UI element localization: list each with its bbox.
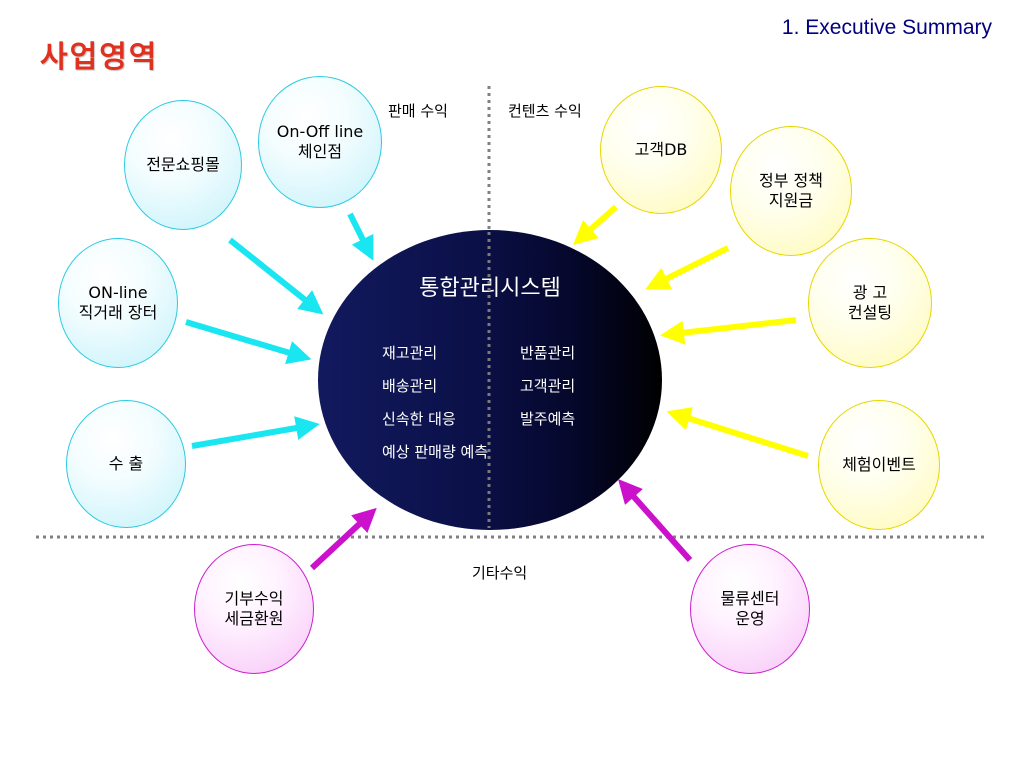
arrow-donation-tax bbox=[309, 507, 377, 571]
bubble-export: 수 출 bbox=[66, 400, 186, 528]
arrow-experience-event bbox=[666, 407, 809, 459]
arrow-customer-db bbox=[573, 204, 618, 245]
arrow-online-market bbox=[185, 319, 312, 365]
mgmt-item-sales-forecast: 예상 판매량 예측 bbox=[382, 443, 489, 461]
mgmt-item-delivery: 배송관리 bbox=[382, 377, 438, 395]
mgmt-item-order-forecast: 발주예측 bbox=[520, 410, 576, 428]
arrow-ad-consulting bbox=[660, 317, 797, 345]
bubble-specialty-mall: 전문쇼핑몰 bbox=[124, 100, 242, 230]
mgmt-item-customer: 고객관리 bbox=[520, 377, 576, 395]
mgmt-item-inventory: 재고관리 bbox=[382, 344, 438, 362]
page-title: 사업영역 bbox=[40, 40, 159, 75]
bubble-ad-consulting: 광 고 컨설팅 bbox=[808, 238, 932, 368]
mgmt-item-returns: 반품관리 bbox=[520, 344, 576, 362]
quadrant-label-sales: 판매 수익 bbox=[388, 102, 448, 120]
bubble-onoff-chain: On-Off line 체인점 bbox=[258, 76, 382, 208]
bubble-logistics-center: 물류센터 운영 bbox=[690, 544, 810, 674]
quadrant-label-contents: 컨텐츠 수익 bbox=[508, 102, 582, 120]
arrow-government-subsidy bbox=[645, 245, 730, 290]
bubble-donation-tax: 기부수익 세금환원 bbox=[194, 544, 314, 674]
bubble-customer-db: 고객DB bbox=[600, 86, 722, 214]
bubble-online-market: ON-line 직거래 장터 bbox=[58, 238, 178, 368]
section-title: 1. Executive Summary bbox=[781, 16, 992, 39]
bubble-government-subsidy: 정부 정책 지원금 bbox=[730, 126, 852, 256]
mgmt-item-quick-response: 신속한 대응 bbox=[382, 410, 456, 428]
bubble-experience-event: 체험이벤트 bbox=[818, 400, 940, 530]
arrow-specialty-mall bbox=[228, 237, 324, 315]
quadrant-label-other: 기타수익 bbox=[472, 564, 528, 582]
arrow-export bbox=[191, 416, 320, 449]
arrow-logistics-center bbox=[618, 479, 693, 562]
arrow-onoff-chain bbox=[347, 212, 374, 261]
